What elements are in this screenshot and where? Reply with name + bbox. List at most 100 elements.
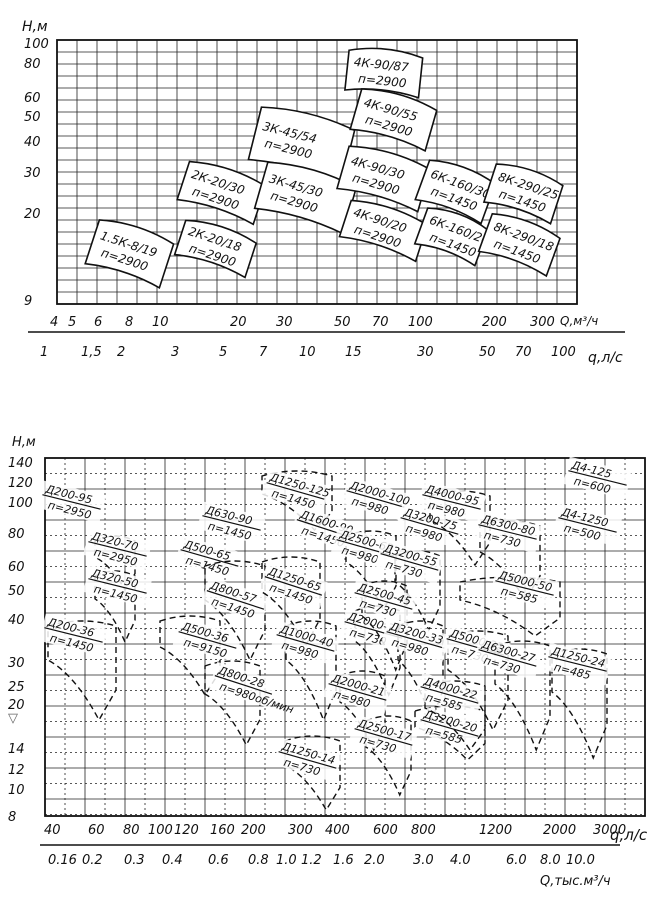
chart2-ytick: 60	[8, 560, 25, 575]
chart1-ytick: 100	[24, 37, 49, 52]
chart2-zone: Д2500-17п=730	[348, 714, 419, 760]
chart2-zone-rule	[278, 751, 337, 769]
chart1-ytick: 60	[24, 91, 41, 106]
chart2-x2tick: 0.4	[162, 853, 183, 868]
chart2-zone-rule	[558, 517, 617, 533]
chart2-zone-rule	[328, 683, 387, 701]
chart2-ytick: 30	[8, 656, 25, 671]
chart2-zone: Д200-95п=2950	[37, 480, 106, 524]
chart1-xtick: 8	[125, 315, 133, 330]
chart2-zone-rule	[478, 649, 537, 667]
chart2-zone-rule	[88, 541, 147, 557]
chart1-x2label: q,л/с	[588, 350, 623, 366]
chart1-zone-box	[335, 145, 431, 213]
chart2-zone-region	[261, 556, 321, 648]
chart2-x2tick: 0.6	[208, 853, 229, 868]
chart2-x2tick: 4.0	[450, 853, 471, 868]
chart2-zone-rule	[346, 490, 405, 508]
chart2-zone-rule	[276, 634, 335, 652]
chart2-xtick: 400	[325, 823, 350, 838]
chart2-ytick: 50	[8, 584, 25, 599]
chart2-zone-rule	[44, 627, 103, 643]
chart1-zone-box	[413, 207, 489, 267]
chart1-zone: 6К-160/30п=1450	[414, 159, 497, 225]
chart1-zone-box	[482, 163, 564, 225]
chart1-zone-box	[477, 212, 561, 278]
chart2-xtick: 100	[148, 823, 173, 838]
chart2-zone-rule	[202, 515, 261, 531]
chart1-xtick: 20	[230, 315, 247, 330]
chart1-ytick: 30	[24, 166, 41, 181]
chart2-ytick: 40	[8, 613, 25, 628]
chart2-zone-rule	[478, 524, 537, 540]
chart2-zone-rule	[548, 656, 607, 672]
chart1-zone-box	[176, 160, 267, 226]
chart2-x2tick: 1.2	[301, 853, 322, 868]
chart2-xtick: 80	[123, 823, 140, 838]
chart2-x2tick: 3.0	[413, 853, 434, 868]
chart2-xtick: 40	[44, 823, 61, 838]
chart2-zone-rule	[354, 592, 413, 610]
chart1-zone: 4К-90/87п=2900	[344, 47, 424, 99]
chart2-zone: Д800-57п=1450	[200, 576, 271, 624]
chart2-xtick: 3000	[593, 823, 626, 838]
chart1-x2tick: 10	[299, 345, 316, 360]
chart2-xtick: 60	[88, 823, 105, 838]
chart1-xtick: 30	[276, 315, 293, 330]
chart2-ytick: 10	[8, 783, 25, 798]
chart2-xtick: 800	[411, 823, 436, 838]
chart2-zone: Д6300-80п=730	[473, 510, 542, 554]
chart1-zone: 8К-290/25п=1450	[482, 163, 564, 225]
chart2-xtick: 120	[174, 823, 199, 838]
chart1-x2tick: 100	[551, 345, 576, 360]
chart1-x2tick: 50	[479, 345, 496, 360]
chart2-ytick: 20	[8, 698, 25, 713]
chart2-zone-region	[394, 550, 441, 632]
chart2-zone-rule	[178, 631, 237, 649]
chart2-zone-region	[284, 735, 341, 812]
chart2-frame	[44, 457, 646, 817]
chart2-xtick: 2000	[543, 823, 576, 838]
chart1-ytick: 40	[24, 135, 41, 150]
chart1-zone-box	[349, 88, 438, 153]
chart2-x2tick: 10.0	[566, 853, 595, 868]
chart2-zone-region	[494, 640, 551, 752]
chart2-ytick: 80	[8, 527, 25, 542]
side-arrow-icon: ▽	[8, 711, 18, 726]
chart2-zone-region	[204, 660, 261, 747]
chart1-xtick: 4	[50, 315, 58, 330]
chart2-xtick: 160	[210, 823, 235, 838]
chart2-zone: Д5000-50п=585	[490, 566, 559, 610]
chart2-xtick: 200	[241, 823, 266, 838]
chart1-ytick: 50	[24, 110, 41, 125]
chart1-xtick: 6	[94, 315, 102, 330]
chart1-zones: 1.5К-8/19п=29002К-20/30п=29002К-20/18п=2…	[84, 47, 564, 290]
chart2-xtick: 600	[373, 823, 398, 838]
chart2-zone: Д500-36п=9150	[172, 617, 243, 663]
chart2-x2label: Q,тыс.м³/ч	[540, 874, 611, 889]
chart2-zone-rule	[42, 494, 101, 510]
chart2-x2tick: 0.8	[248, 853, 269, 868]
chart2-zone-rule	[266, 482, 325, 500]
chart2-zone: Д630-90п=1450	[197, 501, 266, 545]
chart2-x2tick: 1.6	[333, 853, 354, 868]
chart2-zone-rule	[206, 590, 265, 610]
chart2-ylabel: H,м	[12, 435, 36, 450]
chart2-x2tick: 0.2	[82, 853, 103, 868]
chart2-grid	[45, 458, 645, 816]
chart1-ytick: 20	[24, 207, 41, 222]
chart2-ytick: 8	[8, 810, 16, 825]
chart2-zone-region	[159, 615, 221, 697]
chart2-x2tick: 6.0	[506, 853, 527, 868]
chart2-zone: Д1250-65п=1450	[258, 562, 329, 610]
chart1-x2tick: 70	[515, 345, 532, 360]
chart1-x2tick: 15	[345, 345, 362, 360]
chart1-zone: 3К-45/30п=2900	[253, 161, 358, 235]
chart1-zone-box	[84, 219, 175, 290]
chart2-zone-rule	[88, 578, 147, 594]
chart2-zone-rule	[380, 553, 439, 571]
chart2-zone-rule	[214, 675, 273, 695]
